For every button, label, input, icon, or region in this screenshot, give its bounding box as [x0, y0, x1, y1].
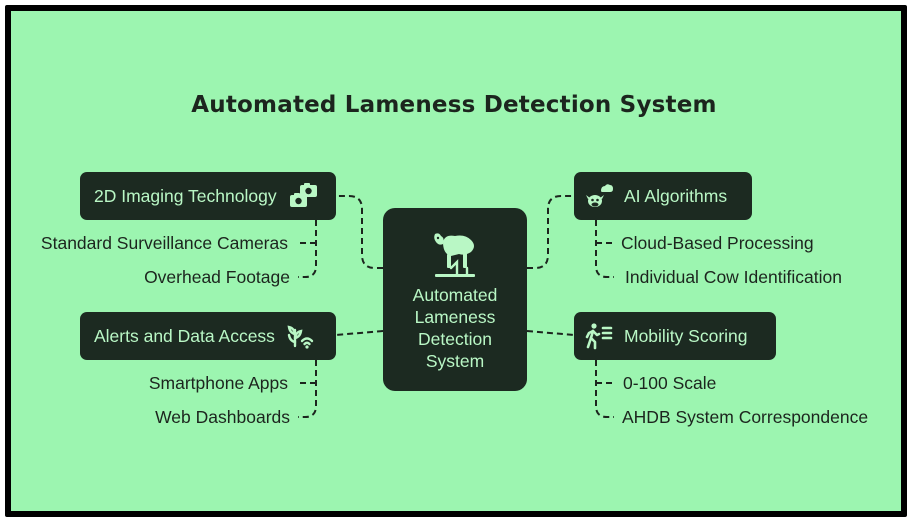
mobility-item-2: AHDB System Correspondence: [622, 407, 869, 427]
cow-cloud-icon: [584, 182, 614, 210]
connector-imaging: [336, 195, 383, 269]
node-2d-imaging: 2D Imaging Technology: [80, 172, 336, 220]
node-alerts-data-access: Alerts and Data Access: [80, 312, 336, 360]
alerts-item-1: Smartphone Apps: [148, 373, 288, 393]
alerts-item-2: Web Dashboards: [155, 407, 290, 427]
center-line-2: Lameness: [414, 307, 496, 327]
ai-item-2: Individual Cow Identification: [625, 267, 842, 287]
node-2d-imaging-label: 2D Imaging Technology: [94, 185, 277, 206]
lame-cow-icon: [431, 230, 479, 285]
connector-mobility: [526, 330, 575, 336]
node-ai-label: AI Algorithms: [624, 185, 728, 206]
cameras-icon: [289, 182, 319, 210]
connector-alerts: [335, 330, 384, 336]
connector-ai: [527, 195, 574, 269]
center-node: Automated Lameness Detection System: [383, 208, 527, 391]
node-ai-algorithms: AI Algorithms: [574, 172, 752, 220]
connector-ai-children: [595, 220, 614, 278]
connector-mobility-children: [595, 360, 614, 418]
center-line-4: System: [425, 351, 485, 371]
node-mobility-label: Mobility Scoring: [624, 325, 748, 346]
node-mobility-scoring: Mobility Scoring: [574, 312, 776, 360]
imaging-item-1: Standard Surveillance Cameras: [40, 233, 288, 253]
plant-wifi-icon: [287, 322, 315, 350]
connector-alerts-children: [298, 360, 317, 418]
walking-score-icon: [584, 322, 614, 350]
center-line-3: Detection: [418, 329, 492, 349]
imaging-item-2: Overhead Footage: [144, 267, 290, 287]
ai-item-1: Cloud-Based Processing: [621, 233, 814, 253]
center-line-1: Automated: [412, 285, 498, 305]
diagram-title: Automated Lameness Detection System: [191, 92, 717, 118]
node-alerts-label: Alerts and Data Access: [94, 325, 275, 346]
connector-imaging-children: [298, 220, 317, 278]
mobility-item-1: 0-100 Scale: [623, 373, 717, 393]
center-node-text: Automated Lameness Detection System: [383, 284, 527, 372]
